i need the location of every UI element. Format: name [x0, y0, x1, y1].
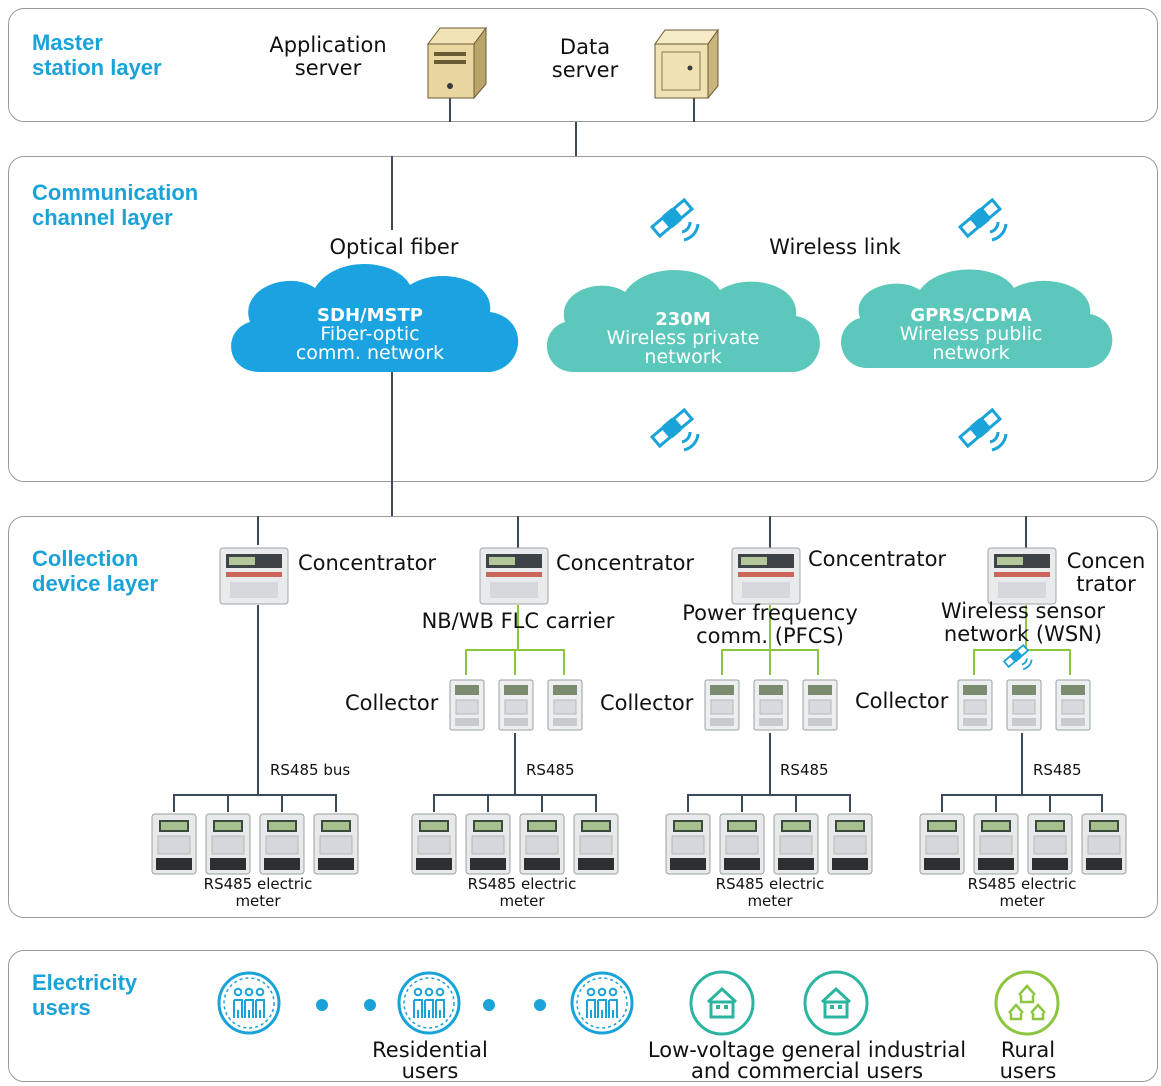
application-server-icon — [427, 26, 487, 100]
wsn-satellite-icon — [1002, 643, 1033, 671]
collector-device — [753, 679, 789, 731]
application-server-label: Application server — [269, 33, 387, 80]
wireless-public-cloud — [841, 269, 1113, 368]
wireless-public-cloud-label: GPRS/CDMA Wireless public network — [878, 306, 1064, 363]
electric-meter — [773, 813, 819, 875]
collector-device — [1006, 679, 1042, 731]
sdh-mstp-cloud — [231, 264, 519, 372]
satellite-icon — [957, 406, 1008, 452]
collector-device — [704, 679, 740, 731]
electric-meter — [313, 813, 359, 875]
cloud-title: 230M — [655, 309, 711, 330]
ellipsis-dot — [534, 999, 546, 1011]
electric-meter — [259, 813, 305, 875]
collector-device — [1055, 679, 1091, 731]
wireless-private-cloud-label: 230M Wireless private network — [588, 310, 778, 367]
satellite-icon — [649, 406, 700, 452]
wireless-link-label: Wireless link — [769, 235, 901, 259]
ellipsis-dot — [364, 999, 376, 1011]
cloud-subtitle: Fiber-optic comm. network — [295, 323, 445, 364]
concentrator-label: Concentrator — [556, 551, 695, 575]
nbwb-flc-label: NB/WB FLC carrier — [421, 609, 615, 633]
satellite-icon — [957, 196, 1008, 242]
wireless-private-cloud — [546, 270, 820, 372]
collector-label: Collector — [345, 691, 439, 715]
electric-meter — [973, 813, 1019, 875]
rs485-label: RS485 — [780, 761, 829, 779]
meter-label: RS485 electric meter — [715, 875, 825, 910]
concentrator-label: Concentrator — [808, 547, 947, 571]
electric-meter — [151, 813, 197, 875]
rural-user-icon — [994, 970, 1060, 1036]
electric-meter — [719, 813, 765, 875]
collector-device — [449, 679, 485, 731]
satellite-icon — [649, 196, 700, 242]
collection-device-layer-title: Collection device layer — [32, 546, 158, 596]
electric-meter — [1027, 813, 1073, 875]
rural-users-label: Rural users — [999, 1038, 1057, 1083]
collector-device — [957, 679, 993, 731]
residential-user-icon — [397, 971, 461, 1035]
electric-meter — [465, 813, 511, 875]
concentrator-device — [731, 547, 801, 605]
meter-label: RS485 electric meter — [203, 875, 313, 910]
electric-meter — [411, 813, 457, 875]
communication-channel-layer-title: Communication channel layer — [32, 180, 199, 230]
pfcs-label: Power frequency comm. (PFCS) — [682, 601, 858, 648]
ellipsis-dot — [483, 999, 495, 1011]
commercial-user-icon — [803, 970, 869, 1036]
meter-label: RS485 electric meter — [467, 875, 577, 910]
collector-label: Collector — [855, 689, 949, 713]
cloud-title: GPRS/CDMA — [910, 305, 1032, 326]
concentrator-device — [219, 547, 289, 605]
collector-device — [498, 679, 534, 731]
optical-fiber-label: Optical fiber — [329, 235, 459, 259]
rs485-label: RS485 — [526, 761, 575, 779]
concentrator-label: Concentrator — [298, 551, 437, 575]
wsn-label: Wireless sensor network (WSN) — [940, 599, 1106, 646]
rs485-label: RS485 — [1033, 761, 1082, 779]
lowvoltage-users-label: Low-voltage general industrial and comme… — [647, 1038, 967, 1083]
electric-meter — [573, 813, 619, 875]
collector-device — [547, 679, 583, 731]
master-station-layer-title: Master station layer — [32, 30, 162, 80]
ellipsis-dot — [316, 999, 328, 1011]
rs485-bus-label: RS485 bus — [270, 761, 351, 779]
residential-users-label: Residential users — [372, 1038, 488, 1083]
electric-meter — [919, 813, 965, 875]
electric-meter — [1081, 813, 1127, 875]
electricity-users-layer-title: Electricity users — [32, 970, 138, 1020]
master-station-panel — [8, 8, 1158, 122]
electric-meter — [205, 813, 251, 875]
concentrator-device — [479, 547, 549, 605]
electric-meter — [665, 813, 711, 875]
residential-user-icon — [217, 971, 281, 1035]
data-server-label: Data server — [551, 35, 619, 82]
industrial-user-icon — [689, 970, 755, 1036]
cloud-subtitle: Wireless public network — [899, 323, 1043, 364]
cloud-subtitle: Wireless private network — [606, 327, 760, 368]
concentrator-label: Concen trator — [1066, 549, 1146, 596]
collector-label: Collector — [600, 691, 694, 715]
meter-label: RS485 electric meter — [967, 875, 1077, 910]
electric-meter — [519, 813, 565, 875]
cloud-title: SDH/MSTP — [317, 305, 423, 326]
collector-device — [802, 679, 838, 731]
data-server-icon — [654, 28, 719, 100]
electric-meter — [827, 813, 873, 875]
sdh-mstp-cloud-label: SDH/MSTP Fiber-optic comm. network — [280, 306, 460, 363]
concentrator-device — [987, 547, 1057, 605]
residential-user-icon — [570, 971, 634, 1035]
